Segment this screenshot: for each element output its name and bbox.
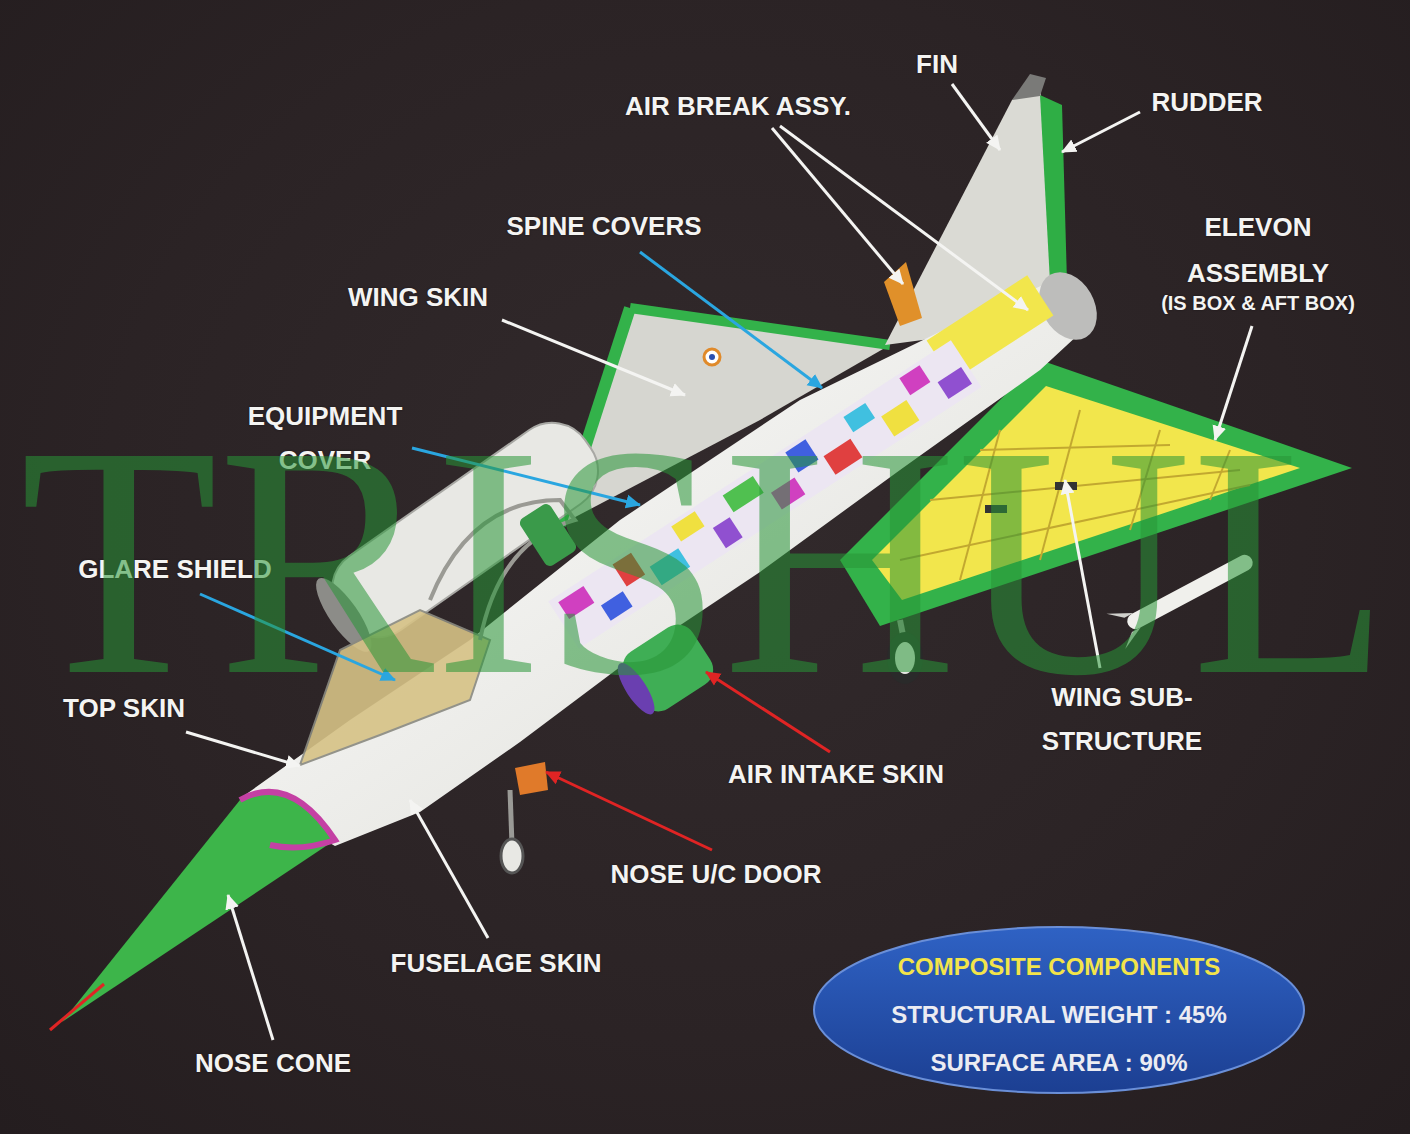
far-wing	[704, 349, 720, 365]
landing-gear	[501, 839, 523, 873]
leader-lines	[410, 800, 488, 938]
far-wing	[630, 308, 890, 345]
air-brake	[884, 262, 922, 326]
leader-lines	[772, 128, 903, 284]
leader-lines	[952, 84, 1000, 150]
leader-lines	[546, 772, 712, 850]
part-label: FUSELAGE SKIN	[391, 949, 602, 979]
far-wing	[709, 354, 715, 360]
landing-gear	[510, 790, 512, 845]
summary-ellipse: COMPOSITE COMPONENTSSTRUCTURAL WEIGHT : …	[812, 925, 1306, 1095]
leader-lines	[502, 320, 685, 395]
nose-cone	[62, 792, 335, 1022]
equipment-bay	[899, 365, 930, 395]
watermark: TRISHUL	[20, 396, 1390, 726]
part-label: AIR INTAKE SKIN	[728, 760, 944, 790]
box-text: STRUCTURAL WEIGHT : 45%	[891, 991, 1227, 1039]
nose-cone	[240, 792, 335, 848]
part-label: AIR BREAK ASSY.	[625, 92, 851, 122]
fin	[1012, 74, 1046, 100]
leader-lines	[1062, 112, 1140, 152]
leader-lines	[640, 252, 822, 388]
part-label: SPINE COVERS	[506, 212, 701, 242]
equipment-bay	[938, 367, 972, 399]
part-label: FIN	[916, 50, 958, 80]
part-label: NOSE U/C DOOR	[611, 860, 822, 890]
part-label: NOSE CONE	[195, 1049, 351, 1079]
box-heading: COMPOSITE COMPONENTS	[898, 943, 1221, 991]
part-label: RUDDER	[1151, 88, 1262, 118]
landing-gear	[515, 762, 548, 795]
box-text: SURFACE AREA : 90%	[931, 1039, 1188, 1087]
part-label: WING SKIN	[348, 283, 488, 313]
part-note: (IS BOX & AFT BOX)	[1161, 292, 1355, 315]
part-label: ELEVON ASSEMBLY	[1158, 204, 1358, 296]
air-brake	[884, 262, 922, 326]
leader-lines	[228, 895, 273, 1040]
nose-cone	[50, 792, 335, 1030]
nose-cone	[50, 984, 104, 1030]
leader-lines	[780, 126, 1028, 310]
leader-lines	[186, 732, 300, 766]
ellipse-shape	[814, 927, 1304, 1093]
